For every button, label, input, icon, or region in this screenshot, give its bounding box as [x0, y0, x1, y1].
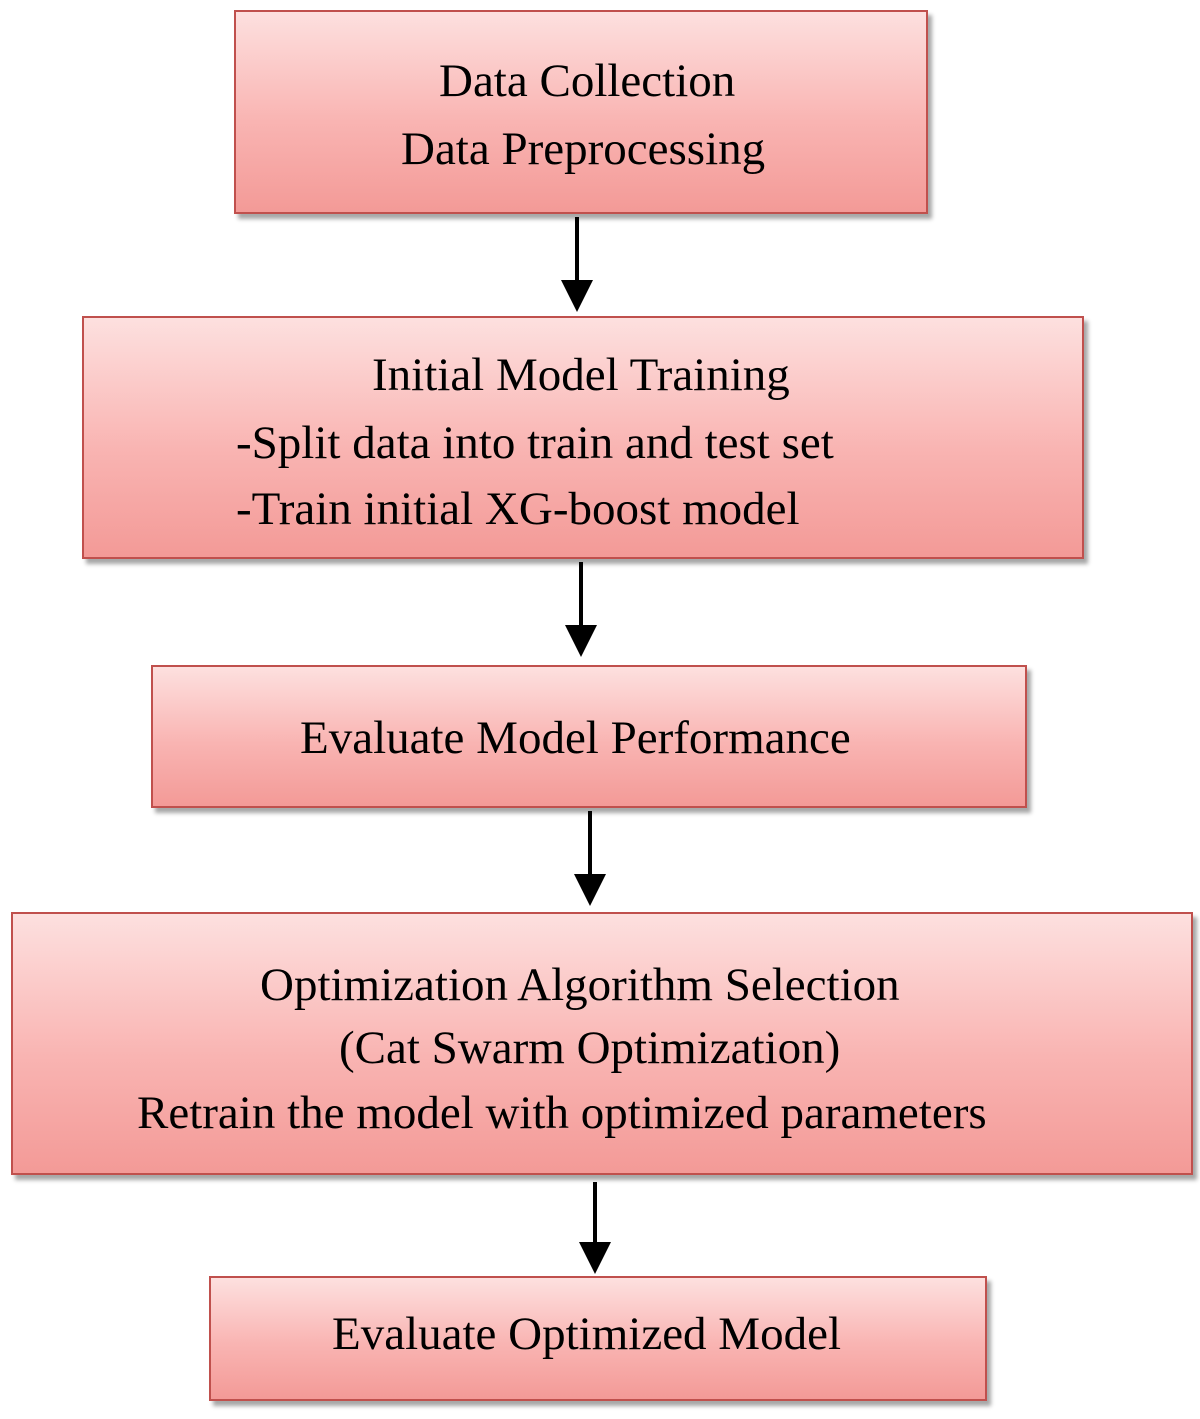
- step-data-collection: Data Collection Data Preprocessing: [234, 10, 928, 214]
- step-data-collection-line-2: Data Preprocessing: [401, 123, 766, 175]
- arrow-4: [579, 1182, 611, 1274]
- step-evaluate-optimized-model-line-1: Evaluate Optimized Model: [332, 1308, 842, 1360]
- step-initial-model-training-line-3: -Train initial XG-boost model: [236, 483, 800, 535]
- step-initial-model-training: Initial Model Training -Split data into …: [82, 316, 1084, 559]
- step-evaluate-model-performance-line-1: Evaluate Model Performance: [300, 712, 851, 764]
- step-evaluate-optimized-model: Evaluate Optimized Model: [209, 1276, 987, 1401]
- step-initial-model-training-line-2: -Split data into train and test set: [236, 417, 834, 469]
- arrow-3: [574, 811, 606, 906]
- step-data-collection-line-1: Data Collection: [439, 55, 736, 107]
- step-optimization-algorithm-selection-line-3: Retrain the model with optimized paramet…: [137, 1087, 987, 1139]
- step-evaluate-model-performance: Evaluate Model Performance: [151, 665, 1027, 808]
- step-optimization-algorithm-selection: Optimization Algorithm Selection (Cat Sw…: [11, 912, 1193, 1175]
- arrow-1: [561, 217, 593, 312]
- step-optimization-algorithm-selection-line-2: (Cat Swarm Optimization): [339, 1022, 841, 1074]
- arrow-2: [565, 562, 597, 657]
- step-initial-model-training-line-1: Initial Model Training: [372, 349, 790, 401]
- step-optimization-algorithm-selection-line-1: Optimization Algorithm Selection: [260, 959, 900, 1011]
